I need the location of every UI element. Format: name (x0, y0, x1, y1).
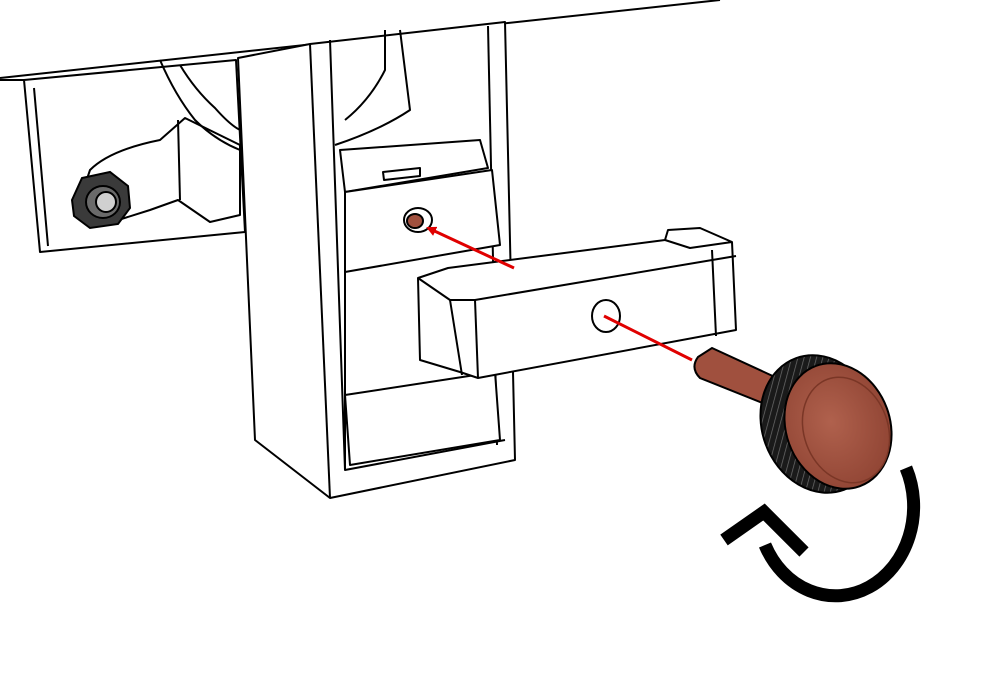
insertion-arrow-upper (426, 226, 515, 270)
clockwise-rotation-arrow-icon (720, 465, 921, 603)
hex-nut-icon (70, 170, 132, 230)
thumb-screw (693, 346, 893, 494)
red-insertion-arrows (426, 226, 693, 362)
vertical-channel (237, 21, 516, 499)
mounting-frame (23, 59, 246, 253)
u-bracket (417, 227, 737, 379)
threaded-hole (403, 207, 433, 233)
insertion-arrow-lower (603, 314, 693, 362)
